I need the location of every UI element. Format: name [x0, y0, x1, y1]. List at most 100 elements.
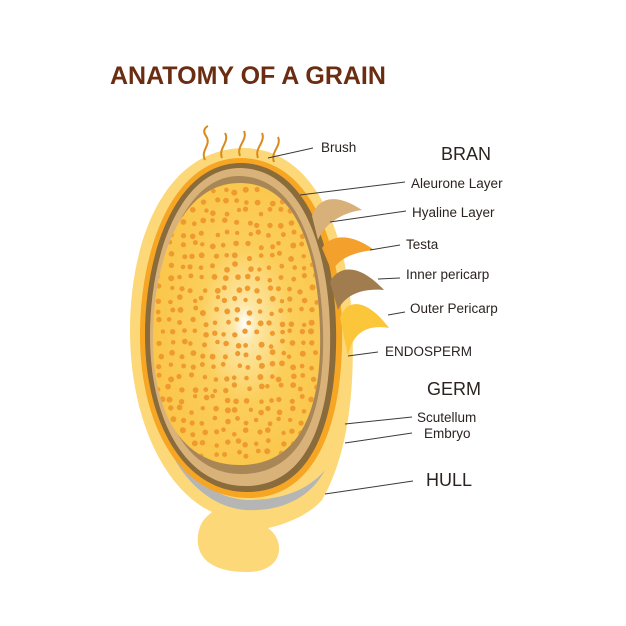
endosperm-dot: [192, 387, 199, 393]
endosperm-dot: [182, 254, 188, 260]
endosperm-dot: [189, 420, 195, 426]
testa-petal: [322, 237, 374, 272]
endosperm-dot: [179, 354, 185, 360]
endosperm-dot: [210, 210, 216, 216]
endosperm-dot: [170, 340, 176, 345]
endosperm-dot: [190, 364, 196, 370]
endosperm-dot: [198, 265, 204, 271]
endosperm-dot: [310, 376, 317, 382]
endosperm-dot: [214, 443, 219, 448]
endosperm-dot: [287, 307, 293, 313]
endosperm-dot: [212, 388, 218, 394]
endosperm-dot: [199, 274, 204, 280]
endosperm-dot: [179, 427, 186, 434]
endosperm-dot: [224, 229, 230, 235]
page-title: ANATOMY OF A GRAIN: [110, 62, 386, 90]
endosperm-dot: [267, 277, 273, 283]
endosperm-dot: [290, 405, 296, 412]
endosperm-dot: [210, 263, 215, 269]
endosperm-dot: [231, 407, 238, 413]
endosperm-dot: [277, 250, 282, 256]
endosperm-dot: [276, 396, 282, 403]
endosperm-dot: [243, 352, 249, 358]
label-inner-pericarp: Inner pericarp: [406, 267, 489, 282]
endosperm-dot: [199, 362, 205, 367]
inner-pericarp-petal: [330, 269, 384, 310]
endosperm-dot: [177, 307, 184, 313]
endosperm-dot: [267, 421, 273, 427]
endosperm-dot: [302, 322, 307, 328]
endosperm-dot: [200, 406, 205, 411]
endosperm-dot: [242, 442, 248, 448]
endosperm-dot: [279, 299, 285, 304]
endosperm-dot: [299, 394, 305, 399]
endosperm-dot: [224, 253, 229, 258]
endosperm-dot: [301, 254, 306, 259]
endosperm-dot: [269, 200, 276, 207]
endosperm-dot: [275, 376, 282, 383]
endosperm-dot: [290, 364, 296, 371]
endosperm-dot: [180, 264, 186, 270]
endosperm-dot: [255, 354, 262, 361]
endosperm-dot: [258, 362, 265, 369]
endosperm-dot: [301, 340, 306, 346]
endosperm-dot: [231, 189, 238, 196]
endosperm-dot: [232, 432, 237, 437]
endosperm-dot: [276, 409, 283, 416]
endosperm-dot: [155, 309, 161, 315]
endosperm-dot: [257, 267, 262, 272]
endosperm-dot: [280, 329, 285, 335]
endosperm-dot: [199, 421, 205, 426]
endosperm-dot: [209, 243, 216, 250]
endosperm-dot: [234, 219, 240, 225]
endosperm-dot: [188, 341, 193, 346]
endosperm-dot: [165, 383, 172, 390]
label-brush: Brush: [321, 140, 356, 155]
endosperm-dot: [156, 316, 162, 323]
endosperm-dot: [278, 382, 284, 388]
endosperm-dot: [297, 289, 303, 295]
endosperm-dot: [177, 294, 183, 300]
endosperm-dot: [160, 329, 166, 334]
endosperm-dot: [246, 255, 253, 262]
endosperm-dot: [192, 394, 198, 399]
endosperm-dot: [220, 242, 226, 248]
endosperm-dot: [291, 276, 297, 282]
endosperm-dot: [265, 405, 271, 412]
endosperm-dot: [242, 206, 249, 212]
endosperm-dot: [246, 320, 252, 326]
endosperm-dot: [281, 441, 287, 447]
endosperm-dot: [258, 245, 264, 251]
endosperm-dot: [265, 438, 271, 444]
endosperm-dot: [192, 240, 198, 246]
endosperm-dot: [179, 387, 185, 393]
endosperm-dot: [188, 372, 195, 378]
endosperm-dot: [232, 332, 238, 338]
endosperm-dot: [281, 350, 287, 356]
endosperm-dot: [264, 448, 271, 455]
endosperm-dot: [291, 373, 297, 380]
endosperm-dot: [170, 329, 176, 335]
endosperm-dot: [187, 264, 193, 270]
endosperm-dot: [243, 453, 249, 459]
endosperm-dot: [158, 353, 165, 360]
endosperm-dot: [213, 253, 220, 259]
endosperm-dot: [301, 409, 307, 414]
brush-hairs: [202, 125, 280, 163]
endosperm-dot: [211, 274, 218, 280]
endosperm-dot: [269, 398, 274, 403]
endosperm-dot: [279, 321, 286, 328]
endosperm-dot: [225, 418, 231, 425]
leader-scutellum: [344, 416, 413, 425]
endosperm-dot: [176, 373, 182, 380]
endosperm-dot: [297, 386, 303, 392]
label-scutellum: Scutellum: [417, 410, 476, 425]
endosperm-dot: [204, 208, 209, 213]
endosperm-dot: [200, 217, 207, 224]
endosperm-dot: [233, 398, 239, 405]
endosperm-dot: [265, 427, 271, 433]
endosperm-dot: [235, 416, 240, 421]
endosperm-dot: [222, 354, 228, 360]
leader-hyaline: [329, 210, 407, 223]
endosperm-dot: [189, 253, 195, 259]
